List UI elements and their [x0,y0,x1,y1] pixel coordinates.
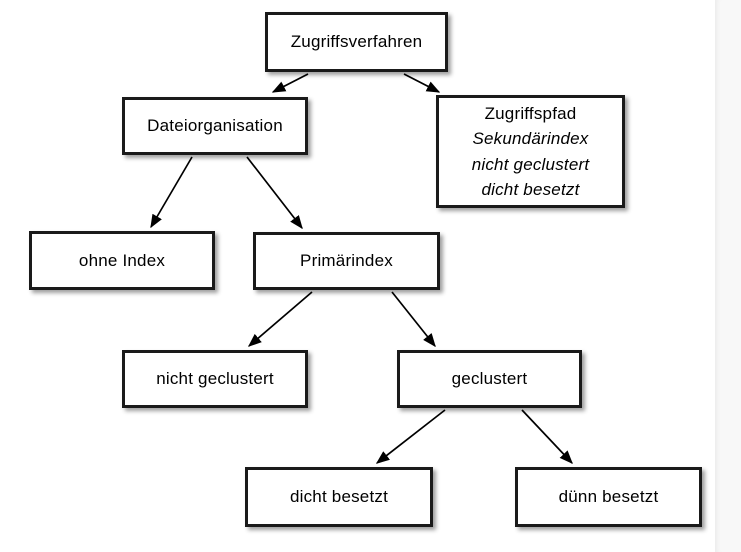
node-geclustert: geclustert [397,350,582,408]
node-zugriffspfad-line-3: nicht geclustert [471,154,590,174]
edge-geclustert-duenn-besetzt [521,409,573,464]
edge-dateiorganisation-ohne-index [150,156,193,229]
node-duenn-besetzt: dünn besetzt [515,467,702,527]
edge-zugriffsverfahren-dateiorganisation [271,73,309,93]
node-zugriffspfad-line-1: Zugriffspfad [484,103,577,123]
node-nicht-geclustert: nicht geclustert [122,350,308,408]
edge-primaerindex-nicht-geclustert [247,291,313,347]
node-ohne-index-label: ohne Index [78,250,166,270]
edge-primaerindex-geclustert [391,291,436,348]
node-zugriffsverfahren-label: Zugriffsverfahren [290,32,423,52]
node-dateiorganisation: Dateiorganisation [122,97,308,155]
node-duenn-besetzt-label: dünn besetzt [558,487,659,507]
node-zugriffsverfahren: Zugriffsverfahren [265,12,448,72]
edge-dateiorganisation-primaerindex [246,156,303,230]
edge-geclustert-dicht-besetzt [375,409,446,464]
node-geclustert-label: geclustert [451,369,528,389]
node-zugriffspfad-line-2: Sekundärindex [472,129,589,148]
node-primaerindex: Primärindex [253,232,440,290]
node-ohne-index: ohne Index [29,231,215,290]
node-zugriffspfad: Zugriffspfad Sekundärindex nicht geclust… [436,95,625,208]
page-margin-strip [715,0,741,552]
node-dateiorganisation-label: Dateiorganisation [147,116,283,136]
edge-zugriffsverfahren-zugriffspfad [403,73,441,93]
node-dicht-besetzt-label: dicht besetzt [289,487,389,507]
node-primaerindex-label: Primärindex [300,251,393,271]
node-dicht-besetzt: dicht besetzt [245,467,433,527]
node-nicht-geclustert-label: nicht geclustert [156,369,274,389]
node-zugriffspfad-line-4: dicht besetzt [481,180,580,199]
